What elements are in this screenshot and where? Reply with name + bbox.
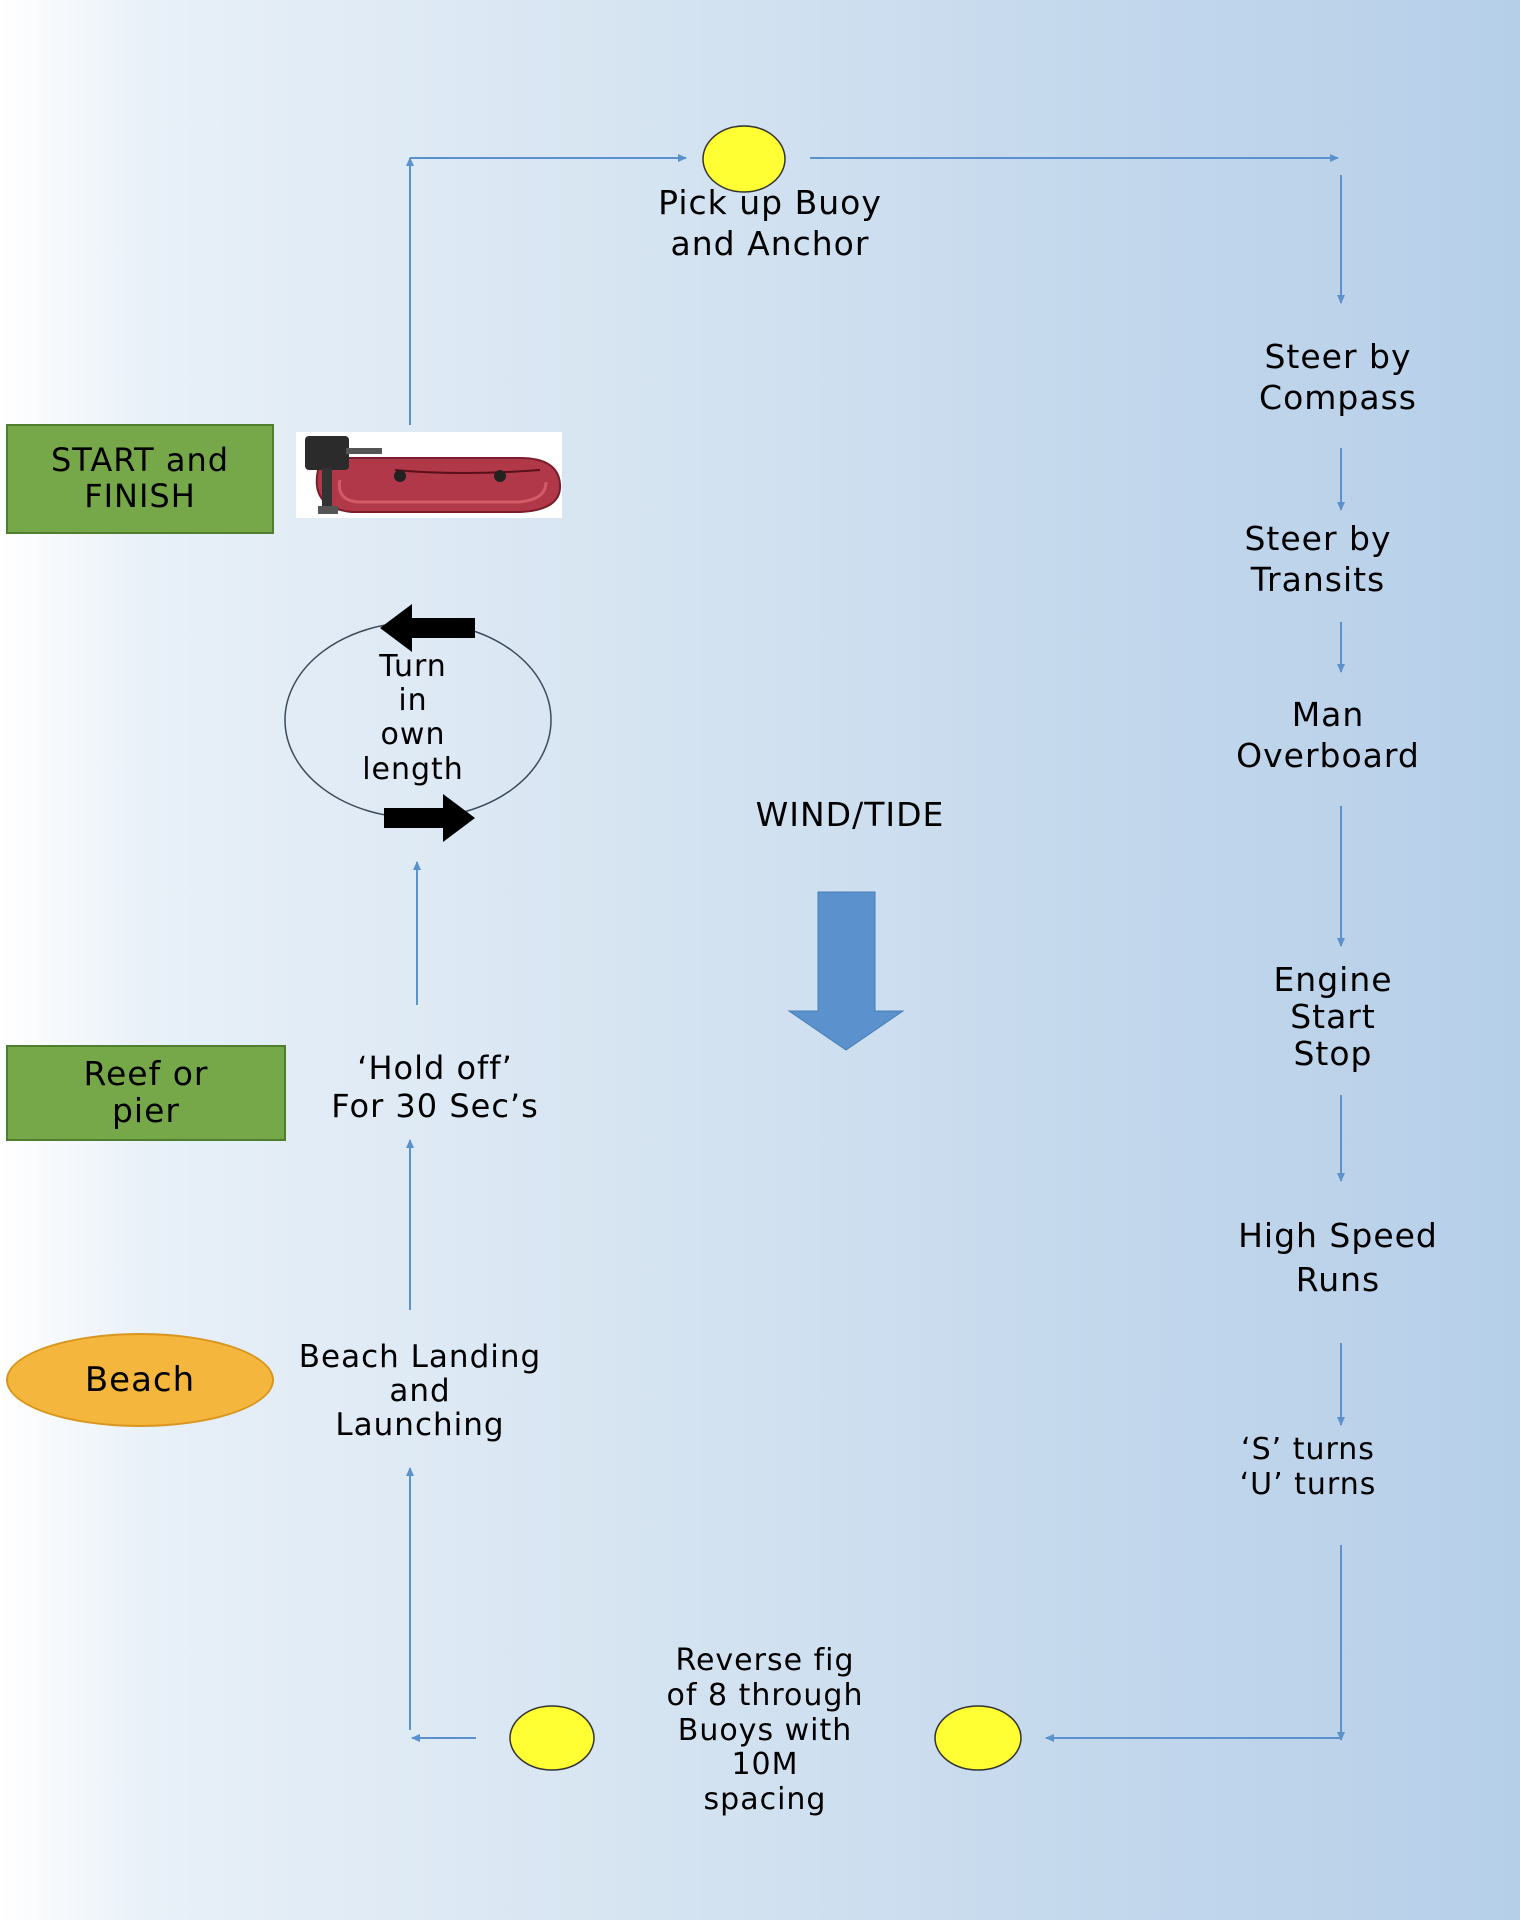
reef-pier-box: Reef or pier: [6, 1045, 286, 1141]
buoy-icon: [509, 1705, 595, 1771]
pick-up-buoy-label: Pick up Buoy and Anchor: [658, 183, 882, 264]
hold-off-label: ‘Hold off’ For 30 Sec’s: [331, 1049, 539, 1125]
turn-own-length-label: Turn in own length: [362, 649, 464, 787]
buoy-icon: [934, 1705, 1022, 1771]
inflatable-boat-icon: [296, 432, 562, 518]
reverse-fig-label: Reverse fig of 8 through Buoys with 10M …: [666, 1643, 864, 1818]
wind-tide-arrow-icon: [787, 891, 905, 1051]
beach-oval: Beach: [6, 1333, 274, 1427]
man-overboard-label: Man Overboard: [1236, 695, 1420, 776]
arrow-right-icon: [384, 794, 475, 842]
high-speed-label: High Speed Runs: [1238, 1216, 1438, 1300]
wind-tide-label: WIND/TIDE: [755, 795, 945, 834]
buoy-icon: [702, 125, 786, 193]
steer-transits-label: Steer by Transits: [1244, 519, 1392, 600]
beach-landing-label: Beach Landing and Launching: [298, 1339, 542, 1444]
engine-label: Engine Start Stop: [1273, 960, 1393, 1073]
steer-compass-label: Steer by Compass: [1259, 337, 1417, 418]
arrow-left-icon: [380, 604, 475, 652]
start-finish-box: START and FINISH: [6, 424, 274, 534]
turns-label: ‘S’ turns ‘U’ turns: [1239, 1432, 1377, 1503]
